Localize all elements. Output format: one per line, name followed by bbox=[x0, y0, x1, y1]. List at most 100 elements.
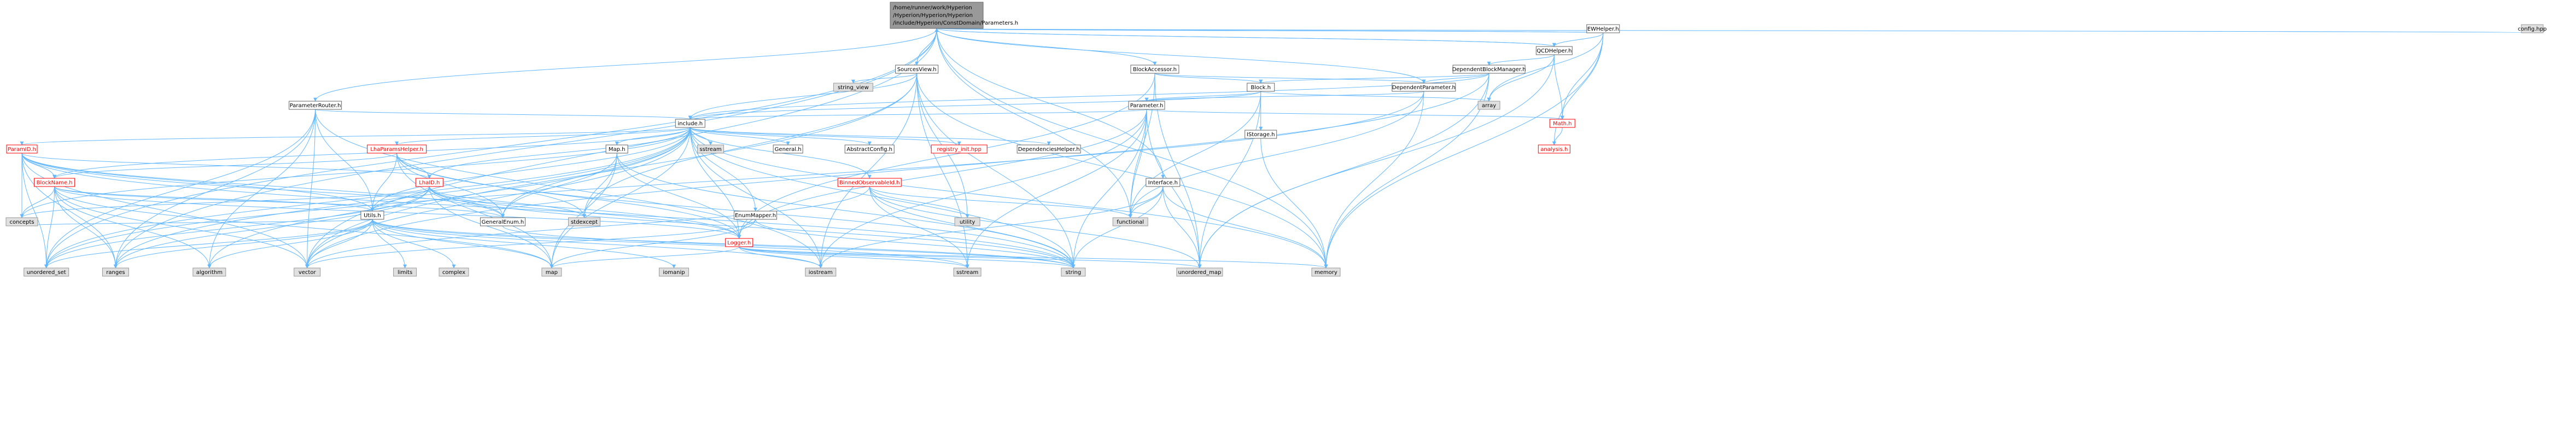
node-General[interactable]: General.h bbox=[773, 144, 803, 154]
edge-root-to-unordered_set bbox=[44, 28, 937, 269]
edge-SourcesView-to-sstream bbox=[916, 73, 969, 269]
node-label: map bbox=[546, 270, 558, 276]
node-LhaParamsHelper[interactable]: LhaParamsHelper.h bbox=[367, 144, 427, 154]
edge-Map-to-stdexcept bbox=[582, 153, 617, 218]
edge-Map-to-Logger bbox=[616, 153, 741, 239]
node-iomanip: iomanip bbox=[658, 267, 689, 277]
edge-LhaID-to-Logger bbox=[429, 186, 741, 239]
edge-DependentParameter-to-unordered_set bbox=[44, 91, 1424, 269]
node-IStorage[interactable]: IStorage.h bbox=[1245, 130, 1277, 139]
edge-ParameterRouter-to-Utils bbox=[315, 109, 375, 212]
edge-LhaParamsHelper-to-GeneralEnum bbox=[396, 153, 505, 218]
node-include[interactable]: include.h bbox=[675, 119, 705, 128]
node-label: analysis.h bbox=[1540, 147, 1568, 153]
edge-Utils-to-iomanip bbox=[372, 219, 676, 269]
edge-Parameter-to-sstream bbox=[965, 109, 1147, 269]
edge-Logger-to-string bbox=[739, 246, 1076, 269]
edge-LhaID-to-map bbox=[429, 186, 554, 269]
node-DependentBlockManager[interactable]: DependentBlockManager.h bbox=[1452, 65, 1526, 74]
edge-LhaID-to-concepts bbox=[20, 186, 430, 218]
edge-include-to-map bbox=[550, 127, 691, 269]
edge-Parameter-to-functional bbox=[1128, 109, 1147, 218]
node-label: AbstractConfig.h bbox=[846, 147, 892, 153]
node-EWHelper[interactable]: EWHelper.h bbox=[1586, 24, 1620, 33]
node-ParameterRouter[interactable]: ParameterRouter.h bbox=[289, 101, 342, 110]
edge-root-to-ParameterRouter bbox=[313, 28, 937, 102]
node-ParamID[interactable]: ParamID.h bbox=[6, 144, 38, 154]
node-registry-init[interactable]: registry_init.hpp bbox=[931, 144, 988, 154]
node-label: SourcesView.h bbox=[897, 67, 937, 73]
edge-Math-to-analysis bbox=[1552, 127, 1563, 145]
node-label: string_view bbox=[838, 85, 869, 91]
edge-LhaParamsHelper-to-stdexcept bbox=[396, 153, 586, 218]
node-map: map bbox=[541, 267, 562, 277]
node-Map[interactable]: Map.h bbox=[605, 144, 628, 154]
edge-ParamID-to-string bbox=[21, 153, 1076, 269]
node-GeneralEnum[interactable]: GeneralEnum.h bbox=[480, 217, 525, 226]
edge-BlockName-to-Logger bbox=[54, 186, 741, 239]
node-QCDHelper[interactable]: QCDHelper.h bbox=[1535, 46, 1573, 55]
node-Interface[interactable]: Interface.h bbox=[1146, 178, 1181, 187]
node-analysis[interactable]: analysis.h bbox=[1538, 144, 1570, 154]
node-DependentParameter[interactable]: DependentParameter.h bbox=[1392, 83, 1456, 92]
node-label: EWHelper.h bbox=[1587, 26, 1619, 32]
edge-Interface-to-iostream bbox=[819, 186, 1164, 269]
edge-DependentBlockManager-to-DependentParameter bbox=[1422, 73, 1489, 84]
edge-Map-to-map bbox=[550, 153, 617, 269]
edge-ParameterRouter-to-unordered_set bbox=[44, 109, 316, 269]
root-file-label-line-3: /include/Hyperion/ConstDomain/Parameters… bbox=[893, 20, 1018, 26]
edge-ParamID-to-GeneralEnum bbox=[21, 153, 505, 218]
node-Parameter[interactable]: Parameter.h bbox=[1128, 101, 1165, 110]
edge-Logger-to-sstream bbox=[739, 246, 969, 269]
node-BlockAccessor[interactable]: BlockAccessor.h bbox=[1130, 65, 1179, 74]
edge-Logger-to-map bbox=[550, 246, 740, 269]
edge-DependentBlockManager-to-include bbox=[688, 73, 1489, 120]
edge-include-to-LhaParamsHelper bbox=[395, 127, 691, 145]
edge-Parameter-to-unordered_map bbox=[1146, 109, 1202, 269]
edge-LhaID-to-stdexcept bbox=[429, 186, 586, 218]
edge-Block-to-Parameter bbox=[1144, 91, 1261, 102]
node-SourcesView[interactable]: SourcesView.h bbox=[895, 65, 939, 74]
edge-DependentParameter-to-Parameter bbox=[1144, 91, 1424, 102]
node-Math[interactable]: Math.h bbox=[1549, 119, 1575, 128]
edge-BlockName-to-unordered_set bbox=[44, 186, 55, 269]
edge-LhaParamsHelper-to-map bbox=[396, 153, 554, 269]
edge-Parameter-to-string bbox=[1071, 109, 1147, 269]
root-file-node[interactable]: /home/runner/work/Hyperion /Hyperion/Hyp… bbox=[890, 2, 1018, 29]
edge-ParamID-to-unordered_set bbox=[21, 153, 49, 269]
edge-Parameter-to-Math bbox=[1146, 109, 1564, 120]
node-BlockName[interactable]: BlockName.h bbox=[34, 178, 75, 187]
edge-EWHelper-to-root bbox=[936, 28, 1604, 33]
node-label: limits bbox=[398, 270, 412, 276]
node-LhaID[interactable]: LhaID.h bbox=[415, 178, 443, 187]
node-label: vector bbox=[299, 270, 317, 276]
edge-root-to-config_hpp bbox=[936, 28, 2533, 33]
edge-DependentBlockManager-to-memory bbox=[1324, 73, 1489, 269]
edge-Logger-to-iostream bbox=[739, 246, 823, 269]
edge-Map-to-string bbox=[616, 153, 1076, 269]
edge-include-to-concepts bbox=[20, 127, 691, 218]
node-DependenciesHelper[interactable]: DependenciesHelper.h bbox=[1017, 144, 1081, 154]
node-EnumMapper[interactable]: EnumMapper.h bbox=[734, 211, 778, 220]
edge-Utils-to-concepts bbox=[20, 219, 373, 226]
node-label: DependentBlockManager.h bbox=[1452, 67, 1526, 73]
node-Block[interactable]: Block.h bbox=[1247, 83, 1275, 92]
node-Logger[interactable]: Logger.h bbox=[725, 238, 753, 247]
node-BinnedObservableId[interactable]: BinnedObservableId.h bbox=[837, 178, 902, 187]
node-AbstractConfig[interactable]: AbstractConfig.h bbox=[844, 144, 895, 154]
edge-Block-to-functional bbox=[1128, 91, 1261, 218]
node-Utils[interactable]: Utils.h bbox=[360, 211, 384, 220]
node-label: ParamID.h bbox=[8, 147, 36, 153]
node-label: LhaParamsHelper.h bbox=[370, 147, 423, 153]
node-algorithm: algorithm bbox=[192, 267, 226, 277]
edge-Utils-to-sstream bbox=[372, 219, 969, 269]
edge-Utils-to-iostream bbox=[372, 219, 823, 269]
edge-Utils-to-map bbox=[372, 219, 554, 269]
edge-Parameter-to-include bbox=[688, 109, 1147, 120]
edge-ParamID-to-Utils bbox=[21, 153, 375, 212]
node-label: LhaID.h bbox=[419, 180, 440, 186]
edge-include-to-registry_init bbox=[690, 127, 961, 145]
edge-Map-to-GeneralEnum bbox=[500, 153, 617, 218]
edge-GeneralEnum-to-string bbox=[502, 225, 1076, 269]
edge-BinnedObservableId-to-string bbox=[869, 186, 1076, 269]
